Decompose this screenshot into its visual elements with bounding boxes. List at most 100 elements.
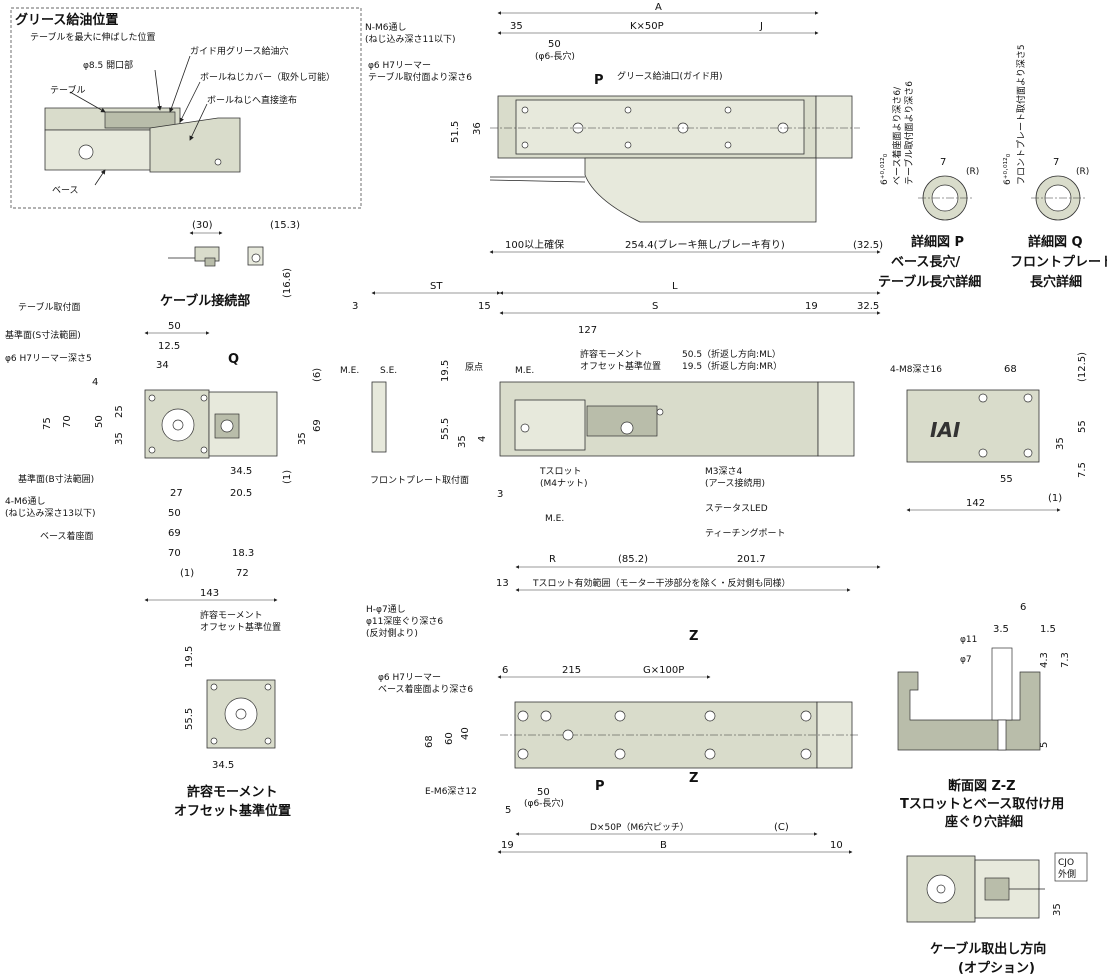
- sv-d195: 19.5: [440, 360, 451, 382]
- dim-515: 51.5: [450, 121, 461, 143]
- sv-tslot: Tスロット: [539, 467, 582, 477]
- sv-d3: 3: [352, 301, 358, 312]
- detail-P-line3: テーブル長穴詳細: [878, 274, 981, 290]
- m8-hole-icon: [978, 393, 988, 403]
- bv-phi6-long: (φ6-長穴): [524, 797, 564, 809]
- sv-m3-note: (アース接続用): [705, 477, 765, 489]
- m6-hole-icon: [624, 141, 632, 149]
- bv-d5: 5: [505, 805, 511, 816]
- cable-option: CJO 外側 35 ケーブル取出し方向 (オプション): [906, 852, 1088, 976]
- m6-hole-icon: [148, 394, 156, 402]
- ev-d35: 35: [1055, 437, 1066, 450]
- nm6-label: N-M6通し: [365, 22, 406, 33]
- fv-d69: 69: [168, 528, 181, 539]
- bv-p-hole-icon: [562, 729, 574, 741]
- nm6-depth-label: (ねじ込み深さ11以下): [365, 34, 455, 45]
- bv-counterbore-icon: [800, 710, 812, 722]
- m6-4-depth: (ねじ込み深さ13以下): [5, 508, 95, 519]
- sv-moment1: 許容モーメント: [580, 348, 643, 360]
- dim-50: 50: [548, 39, 561, 50]
- zz-phi11: φ11: [960, 635, 977, 645]
- cjo-box: [1054, 852, 1088, 882]
- table-leader: [69, 91, 106, 113]
- fv-d25: 25: [114, 405, 125, 418]
- zz-d43: 4.3: [1039, 652, 1050, 668]
- m8-hole-icon: [1023, 393, 1033, 403]
- detail-P-marker: P: [594, 73, 604, 88]
- fv-connector-hole: [220, 419, 234, 433]
- screw-label: ボールねじへ直接塗布: [207, 94, 297, 106]
- dim-A: A: [655, 2, 662, 13]
- base-label: ベース: [52, 186, 79, 196]
- sv-teach-port: ティーチングポート: [705, 527, 785, 539]
- offset-title2: オフセット基準位置: [174, 803, 291, 819]
- detail-Q-line3: 長穴詳細: [1030, 274, 1082, 290]
- bv-counterbore-icon: [517, 710, 529, 722]
- sv-front-plate: フロントプレート取付面: [370, 475, 469, 486]
- cjo-label: CJO: [1058, 858, 1074, 868]
- detail-Q-title: 詳細図 Q: [1028, 234, 1083, 250]
- dim-35: 35: [510, 21, 523, 32]
- top-table: [515, 99, 805, 155]
- ev-d55v: 55: [1077, 420, 1088, 433]
- fv-d4: 4: [92, 377, 98, 388]
- base-leader: [94, 169, 106, 186]
- bv-d19: 19: [501, 840, 514, 851]
- section-zz: 6 φ11 3.5 1.5 φ7 4.3 7.3 5 断面図 Z-Z Tスロット…: [897, 602, 1071, 830]
- cable-dim-30: (30): [192, 220, 213, 231]
- zz-d6: 6: [1020, 602, 1026, 613]
- detail-P: 6⁺⁰·⁰¹²₀ ベース着座面より深さ6/ テーブル取付面より深さ6 7 (R)…: [878, 81, 981, 290]
- ev-d125: (12.5): [1077, 352, 1088, 382]
- fv-d70h: 70: [168, 548, 181, 559]
- co-title1: ケーブル取出し方向: [930, 941, 1046, 957]
- sv-L: L: [672, 281, 678, 292]
- bv-d6: 6: [502, 665, 508, 676]
- bv-Z2: Z: [689, 771, 698, 786]
- sv-ME3: M.E.: [545, 514, 564, 524]
- front-view: テーブル取付面 基準面(S寸法範囲) φ6 H7リーマー深さ5 Q 基準面(B寸…: [5, 301, 323, 602]
- zz-d73: 7.3: [1060, 652, 1071, 668]
- sv-m3: M3深さ4: [705, 466, 742, 477]
- ref-s-label: 基準面(S寸法範囲): [5, 329, 81, 341]
- sv-status-led: ステータスLED: [705, 503, 768, 514]
- phi6-long-label: (φ6-長穴): [535, 50, 575, 62]
- fv-d143: 143: [200, 588, 219, 599]
- offset-label1: 許容モーメント: [200, 609, 263, 621]
- guide-leader: [169, 55, 191, 113]
- sv-front-plate-retracted: [371, 381, 387, 453]
- sv-S: S: [652, 301, 658, 312]
- fv-d6: (6): [312, 368, 323, 382]
- co-d35: 35: [1052, 903, 1063, 916]
- top-motor-end: [815, 95, 853, 159]
- bv-e-m6: E-M6深さ12: [425, 786, 477, 797]
- sv-tslot-range: Tスロット有効範囲（モーター干渉部分を除く・反対側も同様）: [532, 577, 791, 589]
- bv-h-phi7: H-φ7通し: [366, 604, 406, 615]
- end-view: 4-M8深さ16 68 (12.5) IAI 35 55 55 7.5 142 …: [890, 352, 1088, 512]
- top-motor-body: [584, 157, 817, 223]
- sv-d15: 15: [478, 301, 491, 312]
- m6-hole-icon: [521, 141, 529, 149]
- bv-dx50p: D×50P（M6穴ピッチ）: [590, 821, 689, 833]
- m6-hole-icon: [724, 141, 732, 149]
- fv-d1: (1): [282, 470, 293, 484]
- sv-d195b: 19.5（折返し方向:MR）: [682, 360, 782, 372]
- fv-d1b: (1): [180, 568, 194, 579]
- bv-gx100p: G×100P: [643, 665, 684, 676]
- ev-logo: IAI: [930, 418, 961, 442]
- bv-d68: 68: [424, 735, 435, 748]
- dim-325-top: (32.5): [853, 240, 883, 251]
- sv-ME: M.E.: [340, 366, 359, 376]
- detail-Q-note1: フロントプレート取付面より深さ5: [1016, 44, 1027, 185]
- dim-36: 36: [472, 122, 483, 135]
- detail-P-7: 7: [940, 157, 946, 168]
- ev-d142: 142: [966, 498, 985, 509]
- bv-d10: 10: [830, 840, 843, 851]
- m8-hole-icon: [978, 448, 988, 458]
- detail-Q: 6⁺⁰·⁰¹²₀ フロントプレート取付面より深さ5 7 (R) 詳細図 Q フロ…: [1003, 44, 1107, 290]
- zz-thru-hole: [997, 719, 1007, 751]
- grease-title: グリース給油位置: [15, 12, 118, 28]
- sv-d3b: 3: [497, 489, 503, 500]
- offset-center: [235, 708, 247, 720]
- fv-d70: 70: [62, 415, 73, 428]
